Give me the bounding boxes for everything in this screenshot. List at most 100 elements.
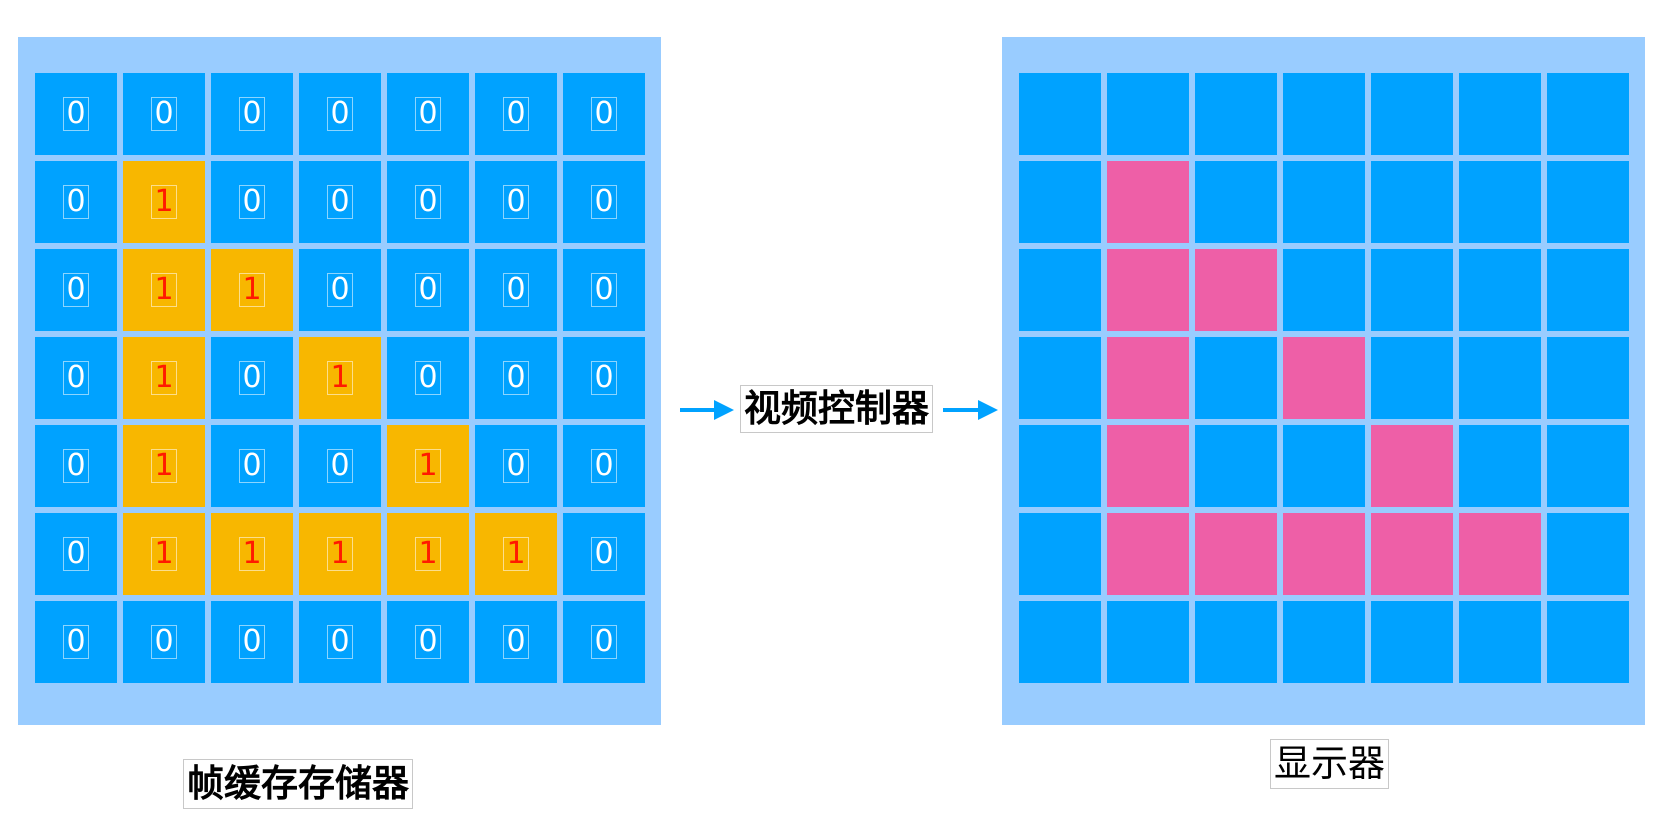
bit-value: 0: [591, 361, 617, 395]
pixel-cell-r1-c6: [1547, 161, 1629, 243]
bit-value: 0: [239, 449, 265, 483]
bit-value: 0: [327, 97, 353, 131]
pixel-cell-r5-c0: [1019, 513, 1101, 595]
pixel-cell-r6-c0: [1019, 601, 1101, 683]
bit-value: 1: [415, 537, 441, 571]
pixel-cell-r4-c1: [1107, 425, 1189, 507]
pixel-cell-r6-c6: [1547, 601, 1629, 683]
pixel-cell-r0-c3: [1283, 73, 1365, 155]
pixel-cell-r6-c5: [1459, 601, 1541, 683]
pixel-cell-r2-c4: [1371, 249, 1453, 331]
bit-value: 0: [327, 273, 353, 307]
pixel-cell-r0-c2: [1195, 73, 1277, 155]
pixel-cell-r6-c1: [1107, 601, 1189, 683]
buffer-cell-r5-c4: 1: [387, 513, 469, 595]
buffer-cell-r2-c3: 0: [299, 249, 381, 331]
pixel-cell-r5-c5: [1459, 513, 1541, 595]
pixel-cell-r0-c5: [1459, 73, 1541, 155]
buffer-cell-r6-c3: 0: [299, 601, 381, 683]
pixel-cell-r0-c4: [1371, 73, 1453, 155]
buffer-cell-r4-c2: 0: [211, 425, 293, 507]
buffer-cell-r3-c2: 0: [211, 337, 293, 419]
pixel-cell-r0-c0: [1019, 73, 1101, 155]
display-panel: [1002, 37, 1645, 725]
bit-value: 0: [63, 537, 89, 571]
buffer-cell-r3-c3: 1: [299, 337, 381, 419]
buffer-cell-r3-c5: 0: [475, 337, 557, 419]
pixel-cell-r2-c6: [1547, 249, 1629, 331]
buffer-cell-r0-c0: 0: [35, 73, 117, 155]
bit-value: 0: [327, 625, 353, 659]
bit-value: 0: [591, 537, 617, 571]
bit-value: 1: [151, 361, 177, 395]
pixel-cell-r4-c4: [1371, 425, 1453, 507]
pixel-cell-r5-c3: [1283, 513, 1365, 595]
pixel-cell-r6-c4: [1371, 601, 1453, 683]
buffer-cell-r5-c2: 1: [211, 513, 293, 595]
pixel-cell-r2-c2: [1195, 249, 1277, 331]
bit-value: 0: [503, 361, 529, 395]
pixel-cell-r1-c4: [1371, 161, 1453, 243]
pixel-cell-r2-c0: [1019, 249, 1101, 331]
arrow-controller-to-display-head: [978, 400, 998, 420]
bit-value: 1: [151, 537, 177, 571]
bit-value: 0: [63, 361, 89, 395]
display-caption: 显示器: [1270, 739, 1389, 789]
bit-value: 0: [239, 625, 265, 659]
bit-value: 1: [327, 361, 353, 395]
pixel-cell-r4-c5: [1459, 425, 1541, 507]
bit-value: 0: [591, 625, 617, 659]
buffer-cell-r2-c4: 0: [387, 249, 469, 331]
buffer-cell-r5-c3: 1: [299, 513, 381, 595]
bit-value: 0: [591, 97, 617, 131]
buffer-cell-r6-c2: 0: [211, 601, 293, 683]
pixel-cell-r3-c6: [1547, 337, 1629, 419]
pixel-cell-r0-c6: [1547, 73, 1629, 155]
buffer-cell-r0-c5: 0: [475, 73, 557, 155]
bit-value: 0: [63, 449, 89, 483]
buffer-cell-r0-c1: 0: [123, 73, 205, 155]
buffer-cell-r3-c1: 1: [123, 337, 205, 419]
buffer-cell-r4-c1: 1: [123, 425, 205, 507]
pixel-cell-r3-c0: [1019, 337, 1101, 419]
pixel-cell-r2-c1: [1107, 249, 1189, 331]
buffer-cell-r4-c4: 1: [387, 425, 469, 507]
buffer-cell-r6-c4: 0: [387, 601, 469, 683]
pixel-cell-r1-c1: [1107, 161, 1189, 243]
bit-value: 0: [239, 97, 265, 131]
pixel-cell-r3-c5: [1459, 337, 1541, 419]
buffer-cell-r4-c5: 0: [475, 425, 557, 507]
pixel-cell-r4-c0: [1019, 425, 1101, 507]
bit-value: 0: [63, 185, 89, 219]
buffer-cell-r2-c5: 0: [475, 249, 557, 331]
bit-value: 0: [591, 449, 617, 483]
bit-value: 0: [503, 625, 529, 659]
pixel-cell-r4-c6: [1547, 425, 1629, 507]
bit-value: 0: [415, 185, 441, 219]
buffer-cell-r5-c6: 0: [563, 513, 645, 595]
pixel-cell-r5-c4: [1371, 513, 1453, 595]
pixel-cell-r3-c1: [1107, 337, 1189, 419]
bit-value: 0: [591, 185, 617, 219]
bit-value: 1: [415, 449, 441, 483]
buffer-cell-r0-c4: 0: [387, 73, 469, 155]
bit-value: 1: [151, 449, 177, 483]
buffer-cell-r2-c0: 0: [35, 249, 117, 331]
buffer-cell-r1-c1: 1: [123, 161, 205, 243]
bit-value: 0: [503, 185, 529, 219]
bit-value: 0: [503, 97, 529, 131]
bit-value: 0: [151, 97, 177, 131]
buffer-cell-r4-c0: 0: [35, 425, 117, 507]
arrow-buffer-to-controller-head: [714, 400, 734, 420]
buffer-cell-r0-c3: 0: [299, 73, 381, 155]
bit-value: 1: [151, 185, 177, 219]
buffer-cell-r1-c0: 0: [35, 161, 117, 243]
pixel-cell-r5-c1: [1107, 513, 1189, 595]
pixel-cell-r2-c3: [1283, 249, 1365, 331]
buffer-cell-r1-c6: 0: [563, 161, 645, 243]
buffer-cell-r5-c5: 1: [475, 513, 557, 595]
pixel-cell-r1-c2: [1195, 161, 1277, 243]
pixel-cell-r4-c3: [1283, 425, 1365, 507]
